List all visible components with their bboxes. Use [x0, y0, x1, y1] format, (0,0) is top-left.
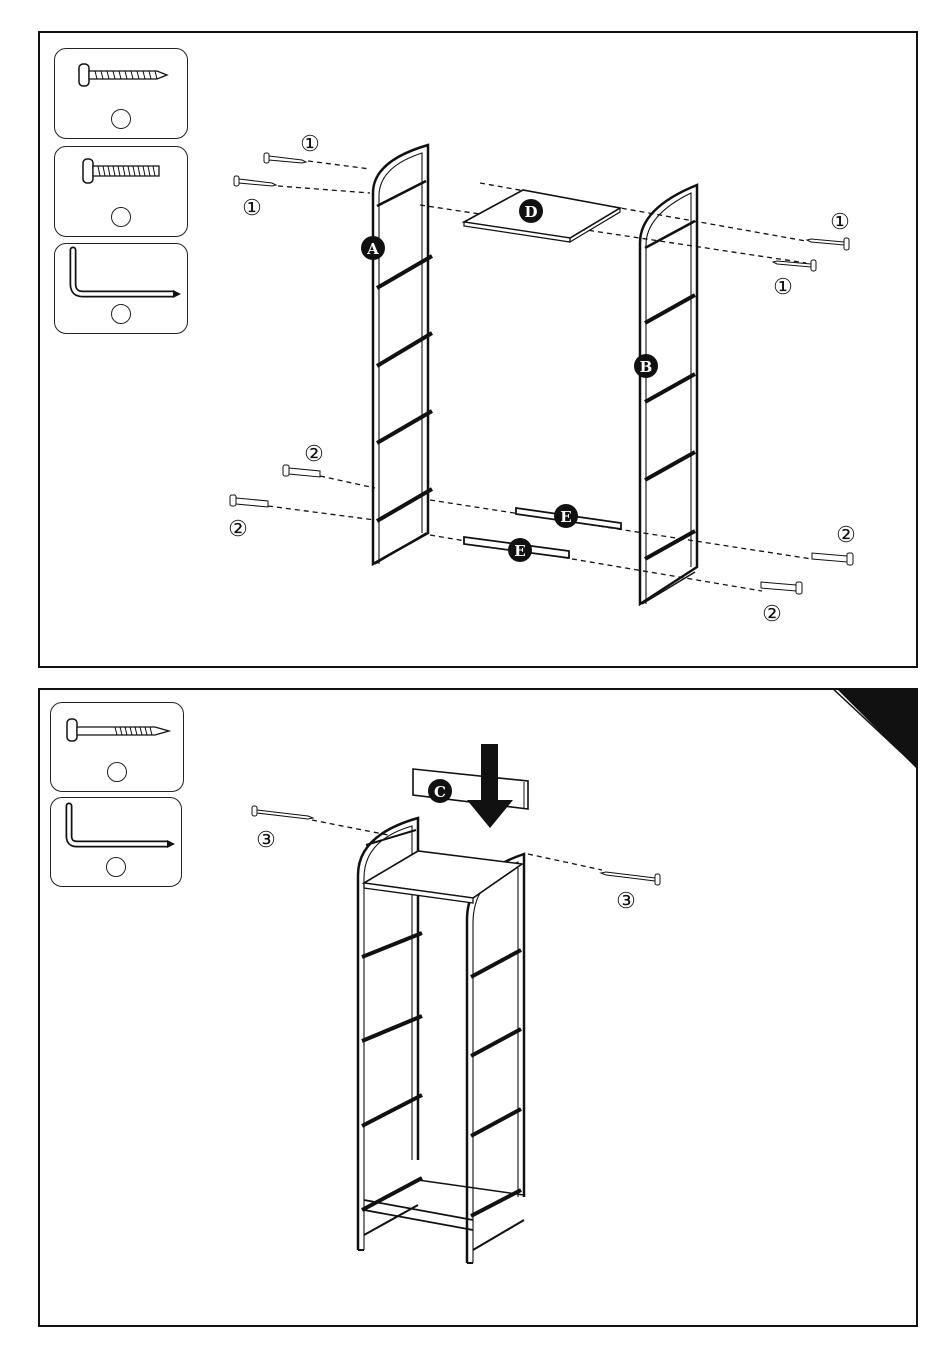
- screw-2-bottom-right-front: [761, 582, 802, 594]
- step-panel-1: A B D E E ① ① ① ① ② ② ② ②: [38, 31, 918, 668]
- screw-label: ①: [773, 275, 793, 300]
- svg-text:A: A: [366, 240, 379, 258]
- left-frame-a: [373, 145, 432, 564]
- screw-label: ②: [304, 442, 324, 467]
- screw-label: ②: [228, 517, 248, 542]
- screw-1-top-left-front: [234, 176, 276, 186]
- part-marker-e-back: E: [554, 504, 578, 528]
- part-marker-e-front: E: [508, 538, 532, 562]
- exploded-view-frames: A B D E E ① ① ① ① ② ② ② ②: [40, 33, 916, 666]
- part-marker-d: D: [519, 199, 543, 223]
- svg-text:C: C: [434, 783, 446, 801]
- svg-text:D: D: [524, 203, 537, 221]
- svg-text:B: B: [640, 358, 653, 376]
- assembled-shelf-view: C: [40, 690, 916, 1325]
- right-frame-b: [640, 185, 697, 604]
- screw-label: ①: [830, 210, 850, 235]
- screw-label: ①: [242, 196, 262, 221]
- screw-1-top-right-back: [807, 238, 849, 250]
- screw-label: ②: [762, 602, 782, 627]
- svg-text:E: E: [560, 508, 571, 526]
- screw-2-bottom-right-back: [812, 553, 853, 565]
- corner-tab-decoration: [830, 690, 916, 770]
- screw-label: ①: [300, 132, 320, 157]
- screw-2-bottom-left-front: [230, 495, 268, 507]
- part-marker-a: A: [361, 236, 385, 260]
- screw-3-left: [252, 806, 313, 819]
- step-panel-2: C: [38, 688, 918, 1327]
- screw-3-right: [601, 872, 660, 885]
- svg-text:E: E: [514, 542, 525, 560]
- part-marker-b: B: [634, 354, 658, 378]
- screw-label: ②: [836, 523, 856, 548]
- top-board-d: [464, 190, 620, 242]
- screw-label: ③: [256, 828, 276, 853]
- screw-label: ③: [616, 889, 636, 914]
- top-shelf-board: [364, 851, 522, 903]
